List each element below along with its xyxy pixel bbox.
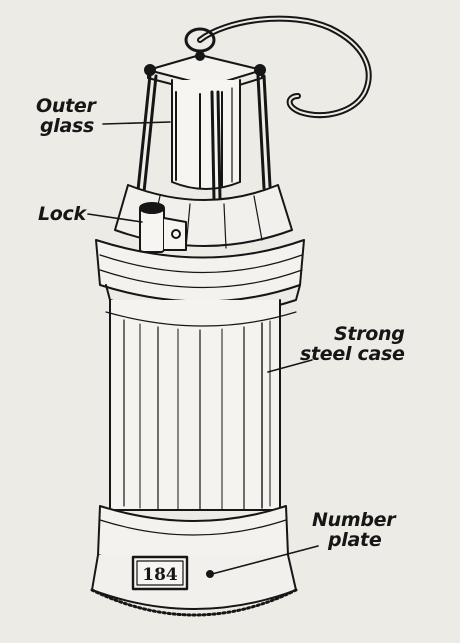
label-lock-line1: Lock (38, 203, 86, 225)
label-outer-glass: Outer glass (36, 96, 96, 136)
label-steel-case-line1: Strong (334, 323, 405, 345)
label-outer-glass-line2: glass (40, 115, 95, 137)
plate-number: 184 (142, 565, 178, 585)
guard-pillars (136, 73, 272, 202)
number-plate-shape (131, 555, 214, 591)
label-strong-steel-case: Strong steel case (300, 323, 405, 364)
lock-mechanism (139, 202, 187, 253)
steel-case-body (105, 299, 297, 511)
label-steel-case-line2: steel case (300, 343, 405, 365)
label-number-plate-line1: Number (312, 509, 396, 531)
label-outer-glass-line1: Outer (36, 95, 96, 117)
leader-lines (87, 121, 319, 575)
label-lock: Lock (38, 204, 86, 224)
outer-glass (171, 79, 241, 190)
label-number-plate: Number plate (312, 509, 396, 551)
label-number-plate-line2: plate (328, 529, 382, 551)
